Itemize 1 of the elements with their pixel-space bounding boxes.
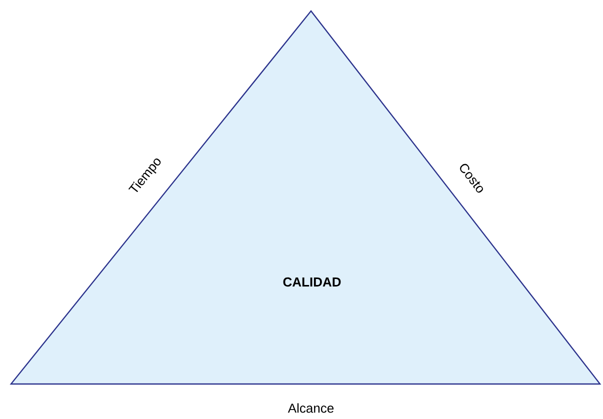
side-label: Alcance [288, 403, 334, 413]
